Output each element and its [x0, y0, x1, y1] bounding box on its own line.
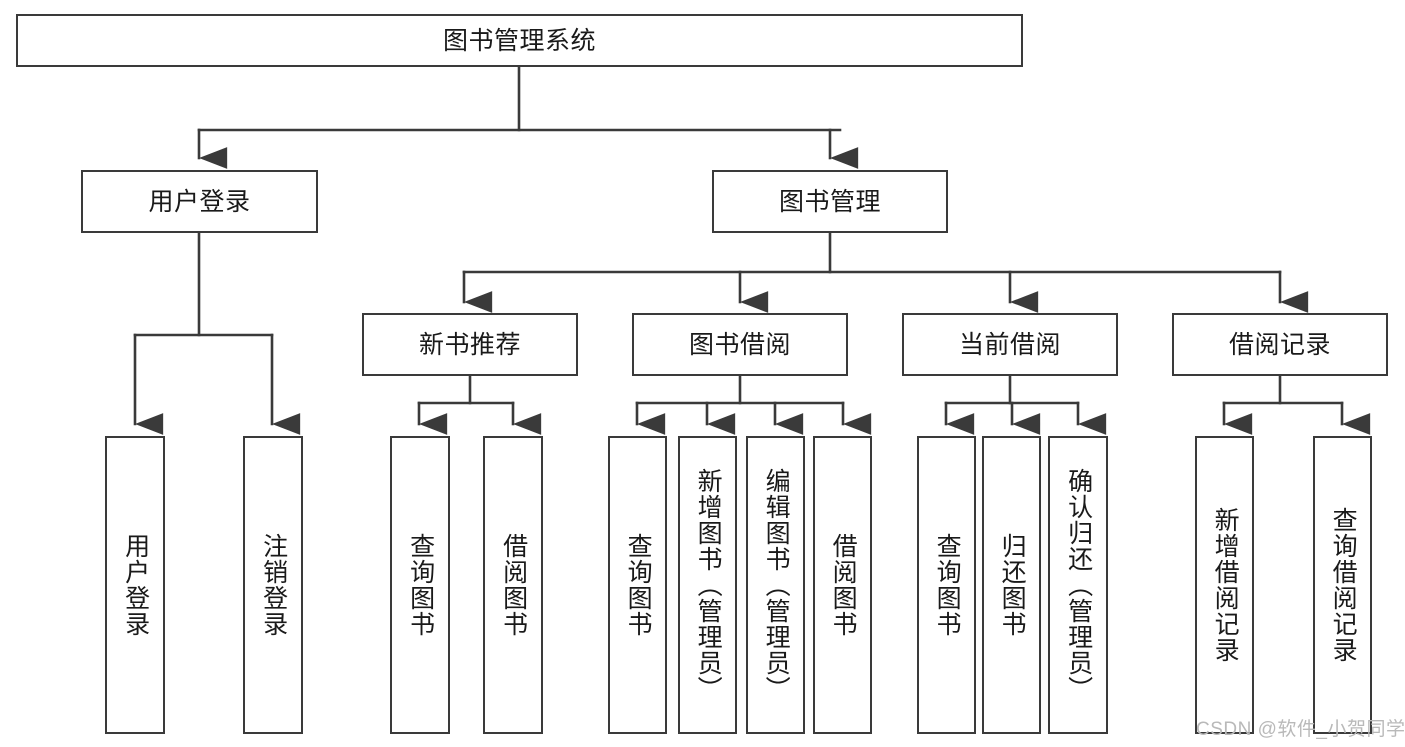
- node-root[interactable]: 图书管理系统: [16, 14, 1023, 67]
- node-leaf-borrow-book-1[interactable]: 借阅图书: [483, 436, 543, 734]
- node-leaf-user-login-label: 用户登录: [121, 533, 150, 637]
- node-current-borrow-label: 当前借阅: [958, 330, 1061, 359]
- node-leaf-user-login[interactable]: 用户登录: [105, 436, 165, 734]
- node-book-borrow-label: 图书借阅: [688, 330, 791, 359]
- node-leaf-query-record[interactable]: 查询借阅记录: [1313, 436, 1372, 734]
- node-borrow-record-label: 借阅记录: [1228, 330, 1331, 359]
- node-leaf-query-book-1-label: 查询图书: [406, 533, 435, 637]
- node-user-login-label: 用户登录: [148, 187, 251, 216]
- node-leaf-return-book[interactable]: 归还图书: [982, 436, 1041, 734]
- node-leaf-query-book-3[interactable]: 查询图书: [917, 436, 976, 734]
- node-leaf-edit-book[interactable]: 编辑图书（管理员）: [746, 436, 805, 734]
- node-borrow-record[interactable]: 借阅记录: [1172, 313, 1388, 376]
- node-root-label: 图书管理系统: [442, 26, 596, 55]
- node-leaf-add-record[interactable]: 新增借阅记录: [1195, 436, 1254, 734]
- node-user-login[interactable]: 用户登录: [81, 170, 318, 233]
- node-book-manage-label: 图书管理: [778, 187, 881, 216]
- node-leaf-edit-book-label: 编辑图书（管理员）: [762, 468, 791, 702]
- node-leaf-confirm-return-label: 确认归还（管理员）: [1064, 468, 1093, 702]
- node-current-borrow[interactable]: 当前借阅: [902, 313, 1118, 376]
- csdn-watermark: CSDN @软件_小贺同学: [1196, 719, 1405, 740]
- node-leaf-borrow-book-1-label: 借阅图书: [499, 533, 528, 637]
- node-new-book-recommend-label: 新书推荐: [418, 330, 521, 359]
- node-leaf-borrow-book-2-label: 借阅图书: [829, 533, 858, 637]
- node-leaf-add-book[interactable]: 新增图书（管理员）: [678, 436, 737, 734]
- node-leaf-add-record-label: 新增借阅记录: [1211, 507, 1240, 663]
- node-leaf-borrow-book-2[interactable]: 借阅图书: [813, 436, 872, 734]
- node-leaf-confirm-return[interactable]: 确认归还（管理员）: [1048, 436, 1108, 734]
- node-leaf-return-book-label: 归还图书: [998, 533, 1027, 637]
- node-leaf-add-book-label: 新增图书（管理员）: [694, 468, 723, 702]
- node-leaf-query-book-2-label: 查询图书: [624, 533, 653, 637]
- node-leaf-logout-label: 注销登录: [259, 533, 288, 637]
- node-leaf-query-book-2[interactable]: 查询图书: [608, 436, 667, 734]
- node-leaf-logout[interactable]: 注销登录: [243, 436, 303, 734]
- node-leaf-query-book-1[interactable]: 查询图书: [390, 436, 450, 734]
- node-new-book-recommend[interactable]: 新书推荐: [362, 313, 578, 376]
- node-book-borrow[interactable]: 图书借阅: [632, 313, 848, 376]
- node-leaf-query-book-3-label: 查询图书: [933, 533, 962, 637]
- node-leaf-query-record-label: 查询借阅记录: [1329, 507, 1358, 663]
- node-book-manage[interactable]: 图书管理: [712, 170, 948, 233]
